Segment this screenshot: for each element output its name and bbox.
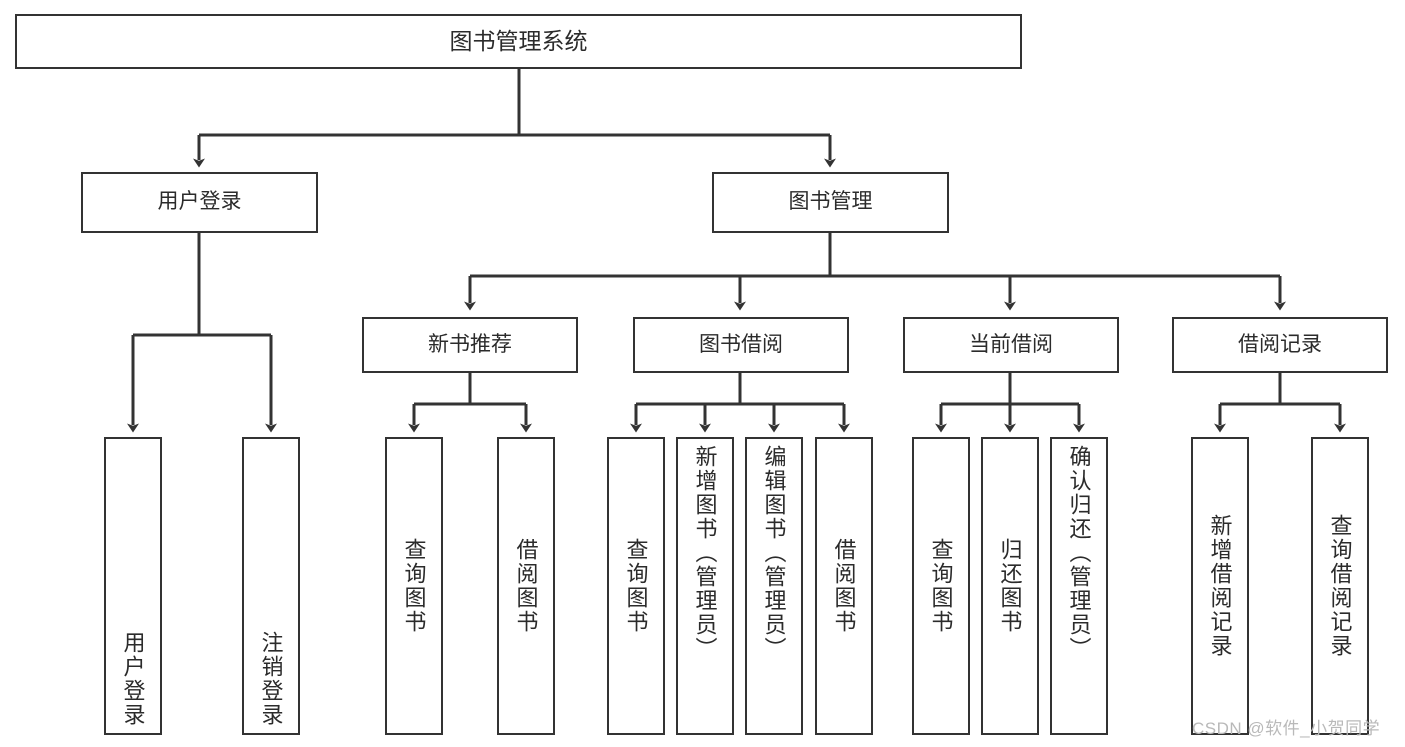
leaf-edit-book-admin[interactable]: 编辑图书（管理员）: [745, 437, 803, 735]
node-book-management-label: 图书管理: [788, 190, 873, 214]
watermark: CSDN @软件_小贺同学: [1192, 719, 1381, 738]
node-book-borrow[interactable]: 图书借阅: [633, 317, 849, 373]
leaf-query-books-current-label: 查询图书: [928, 538, 954, 634]
leaf-logout[interactable]: 注销登录: [242, 437, 300, 735]
leaf-user-login-label: 用户登录: [120, 631, 146, 727]
leaf-user-login[interactable]: 用户登录: [104, 437, 162, 735]
node-root[interactable]: 图书管理系统: [15, 14, 1022, 69]
leaf-query-books-borrow[interactable]: 查询图书: [607, 437, 665, 735]
node-current-borrow-label: 当前借阅: [969, 332, 1053, 356]
leaf-return-books-label: 归还图书: [997, 538, 1023, 634]
leaf-return-books[interactable]: 归还图书: [981, 437, 1039, 735]
node-new-book-recommend[interactable]: 新书推荐: [362, 317, 578, 373]
leaf-query-books-recommend-label: 查询图书: [401, 538, 427, 634]
leaf-query-books-borrow-label: 查询图书: [623, 538, 649, 634]
leaf-query-books-current[interactable]: 查询图书: [912, 437, 970, 735]
leaf-query-books-recommend[interactable]: 查询图书: [385, 437, 443, 735]
node-book-management[interactable]: 图书管理: [712, 172, 949, 233]
leaf-borrow-books-borrow[interactable]: 借阅图书: [815, 437, 873, 735]
leaf-borrow-books-borrow-label: 借阅图书: [831, 538, 857, 634]
leaf-borrow-books-recommend[interactable]: 借阅图书: [497, 437, 555, 735]
leaf-add-book-admin[interactable]: 新增图书（管理员）: [676, 437, 734, 735]
leaf-edit-book-admin-label: 编辑图书（管理员）: [761, 445, 787, 661]
node-user-login[interactable]: 用户登录: [81, 172, 318, 233]
leaf-borrow-books-recommend-label: 借阅图书: [513, 538, 539, 634]
leaf-logout-label: 注销登录: [258, 631, 284, 727]
leaf-add-borrow-record[interactable]: 新增借阅记录: [1191, 437, 1249, 735]
leaf-query-borrow-record-label: 查询借阅记录: [1327, 514, 1353, 658]
leaf-confirm-return-admin-label: 确认归还（管理员）: [1066, 445, 1092, 661]
leaf-confirm-return-admin[interactable]: 确认归还（管理员）: [1050, 437, 1108, 735]
node-borrow-records[interactable]: 借阅记录: [1172, 317, 1388, 373]
node-book-borrow-label: 图书借阅: [699, 332, 783, 356]
node-user-login-label: 用户登录: [157, 190, 242, 214]
leaf-add-book-admin-label: 新增图书（管理员）: [692, 445, 718, 661]
node-root-label: 图书管理系统: [449, 28, 588, 55]
node-current-borrow[interactable]: 当前借阅: [903, 317, 1119, 373]
leaf-query-borrow-record[interactable]: 查询借阅记录: [1311, 437, 1369, 735]
node-new-book-recommend-label: 新书推荐: [428, 332, 512, 356]
node-borrow-records-label: 借阅记录: [1238, 332, 1322, 356]
leaf-add-borrow-record-label: 新增借阅记录: [1207, 514, 1233, 658]
